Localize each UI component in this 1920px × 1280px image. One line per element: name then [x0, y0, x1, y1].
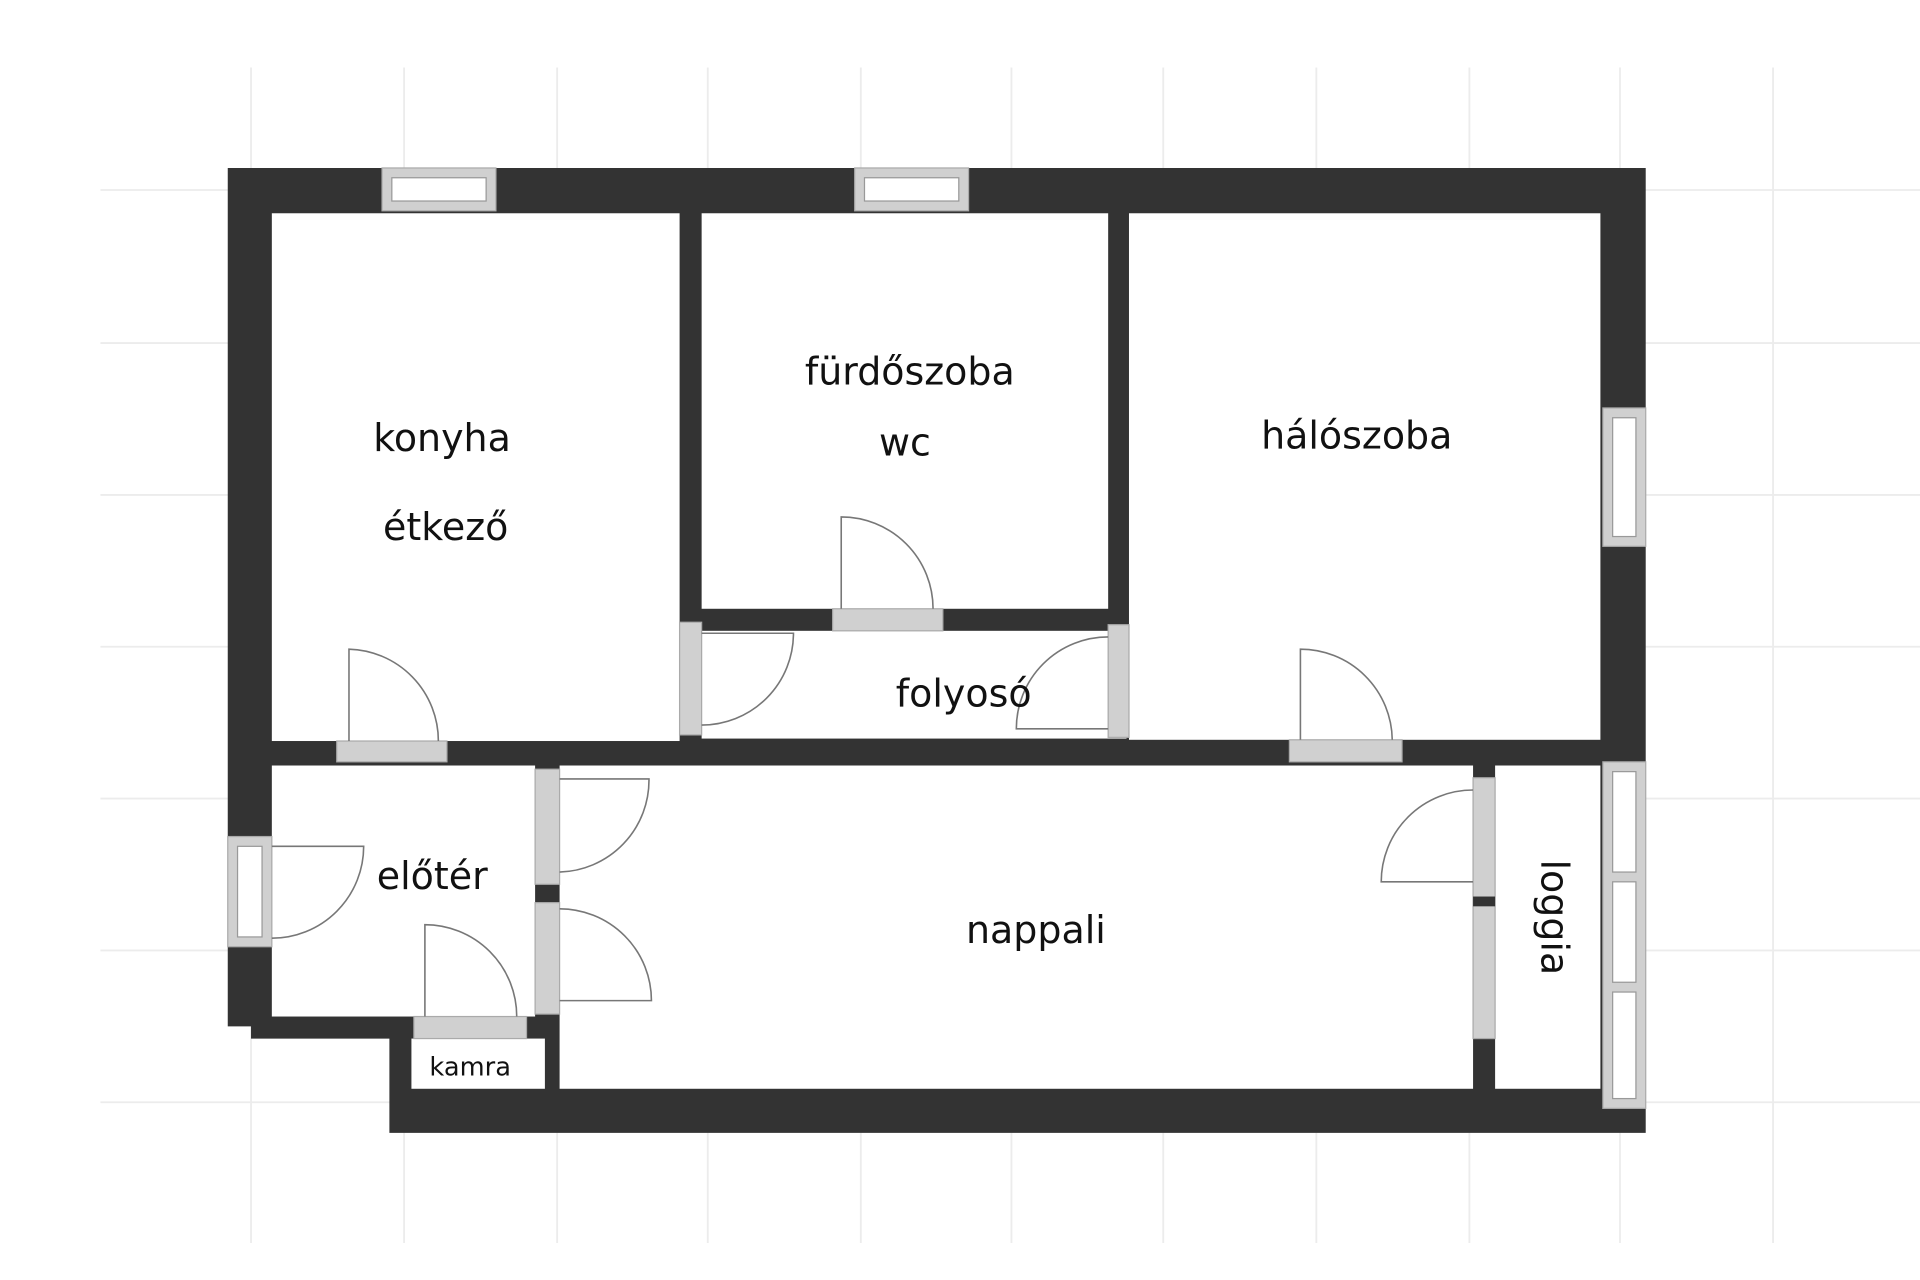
- door-swings: [271, 516, 1474, 1017]
- door-frame: [1288, 739, 1403, 763]
- window-pane: [236, 845, 263, 938]
- label-loggia: loggia: [1533, 859, 1577, 975]
- door-furdoszoba[interactable]: [840, 516, 934, 609]
- door-frame: [1107, 624, 1130, 738]
- door-konyha[interactable]: [348, 648, 440, 742]
- label-kamra: kamra: [429, 1052, 511, 1082]
- door-nappali-lower[interactable]: [559, 907, 653, 1002]
- window-pane: [863, 177, 960, 202]
- door-frame: [413, 1015, 528, 1040]
- label-nappali: nappali: [966, 908, 1106, 952]
- label-haloszoba: hálószoba: [1261, 413, 1452, 457]
- label-wc: wc: [879, 421, 931, 465]
- door-frame: [1472, 777, 1496, 1040]
- room-haloszoba: [1128, 213, 1601, 740]
- door-frame: [534, 768, 561, 885]
- door-frames: [336, 608, 1496, 1040]
- label-etkezo: étkező: [383, 505, 508, 549]
- label-furdoszoba: fürdőszoba: [805, 350, 1015, 394]
- room-kamra: [411, 1038, 545, 1089]
- label-folyoso: folyosó: [896, 672, 1032, 716]
- window-pane: [1612, 417, 1637, 538]
- door-mullion: [1473, 896, 1496, 907]
- windows: [227, 167, 1647, 1109]
- room-eloter: [271, 765, 536, 1017]
- door-haloszoba[interactable]: [1299, 648, 1394, 740]
- room-furdoszoba: [701, 213, 1109, 609]
- door-frame: [678, 621, 703, 736]
- window-pane: [1612, 771, 1637, 873]
- door-loggia[interactable]: [1380, 789, 1474, 883]
- window-pane: [391, 177, 487, 202]
- door-nappali-upper[interactable]: [559, 778, 650, 873]
- door-frame: [534, 902, 561, 1015]
- label-konyha: konyha: [373, 416, 511, 460]
- room-folyoso: [701, 630, 1127, 739]
- room-floors: [271, 213, 1601, 1089]
- room-nappali: [559, 765, 1474, 1089]
- window-pane: [1612, 991, 1637, 1100]
- door-kamra[interactable]: [424, 923, 518, 1017]
- room-loggia: [1495, 765, 1601, 1089]
- door-folyoso-left[interactable]: [701, 632, 795, 726]
- label-eloter: előtér: [377, 854, 488, 898]
- door-frame: [336, 740, 448, 763]
- door-entrance[interactable]: [271, 845, 365, 939]
- door-frame: [832, 608, 944, 632]
- door-folyoso-right[interactable]: [1015, 636, 1109, 730]
- room-labels: konyha étkező fürdőszoba wc hálószoba fo…: [373, 350, 1576, 1083]
- room-konyha: [271, 213, 680, 742]
- window-pane: [1612, 881, 1637, 983]
